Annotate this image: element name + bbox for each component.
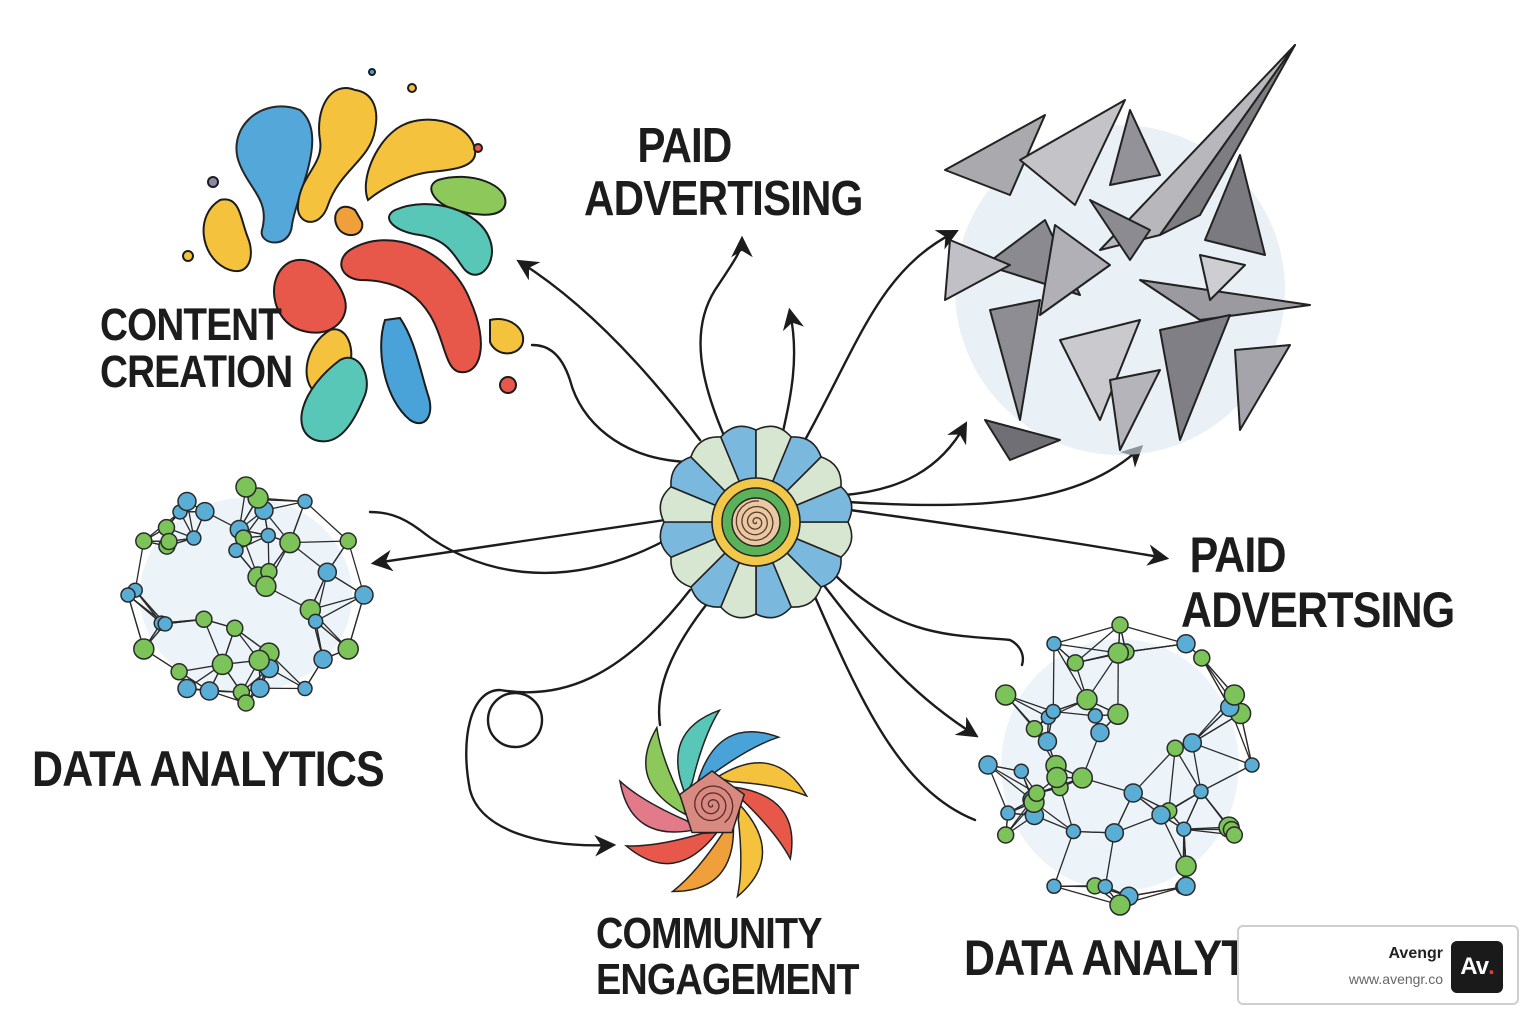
label-paid-advertising-top: PAID ADVERTISING — [584, 119, 863, 226]
network-graph-icon — [120, 476, 374, 712]
watermark-badge[interactable]: Avengr www.avengr.co Av. — [1237, 925, 1519, 1005]
brand-name: Avengr — [1388, 945, 1443, 962]
brand-logo-icon: Av. — [1451, 941, 1503, 993]
label-content-creation: CONTENT CREATION — [100, 299, 293, 397]
label-data-analytics-right: DATA ANALYT — [964, 930, 1248, 986]
paint-splash-icon — [182, 68, 525, 443]
swirl-icon — [618, 708, 809, 899]
label-data-analytics-left: DATA ANALYTICS — [32, 741, 385, 797]
network-graph-icon — [978, 616, 1260, 916]
label-community-engagement: COMMUNITY ENGAGEMENT — [596, 909, 859, 1004]
label-paid-advertising-right: PAID ADVERTSING — [1181, 527, 1455, 638]
crystal-shards-icon — [944, 44, 1311, 461]
brand-url: www.avengr.co — [1348, 971, 1443, 987]
connector-arrows — [368, 230, 1170, 857]
hub-rosette-icon — [659, 425, 853, 619]
